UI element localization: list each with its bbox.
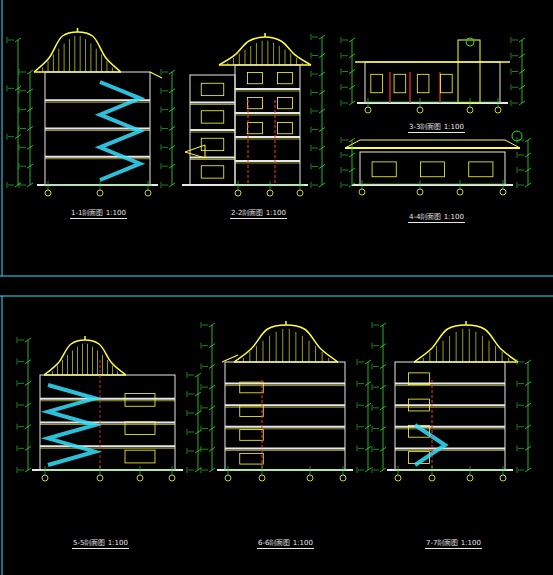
building-section bbox=[201, 321, 371, 481]
drawing-caption: 4-4剖面图 1:100 bbox=[408, 214, 465, 223]
building-section bbox=[341, 131, 531, 195]
drawing-caption: 1-1剖面图 1:100 bbox=[70, 210, 127, 219]
building-section bbox=[341, 37, 525, 113]
building-section bbox=[7, 28, 175, 196]
drawing-caption: 3-3剖面图 1:100 bbox=[408, 124, 465, 133]
drawing-caption: 7-7剖面图 1:100 bbox=[425, 540, 482, 549]
building-section bbox=[372, 321, 531, 481]
building-section bbox=[182, 33, 325, 196]
building-section bbox=[17, 336, 201, 481]
drawing-caption: 2-2剖面图 1:100 bbox=[230, 210, 287, 219]
drawing-caption: 5-5剖面图 1:100 bbox=[72, 540, 129, 549]
drawing-caption: 6-6剖面图 1:100 bbox=[257, 540, 314, 549]
